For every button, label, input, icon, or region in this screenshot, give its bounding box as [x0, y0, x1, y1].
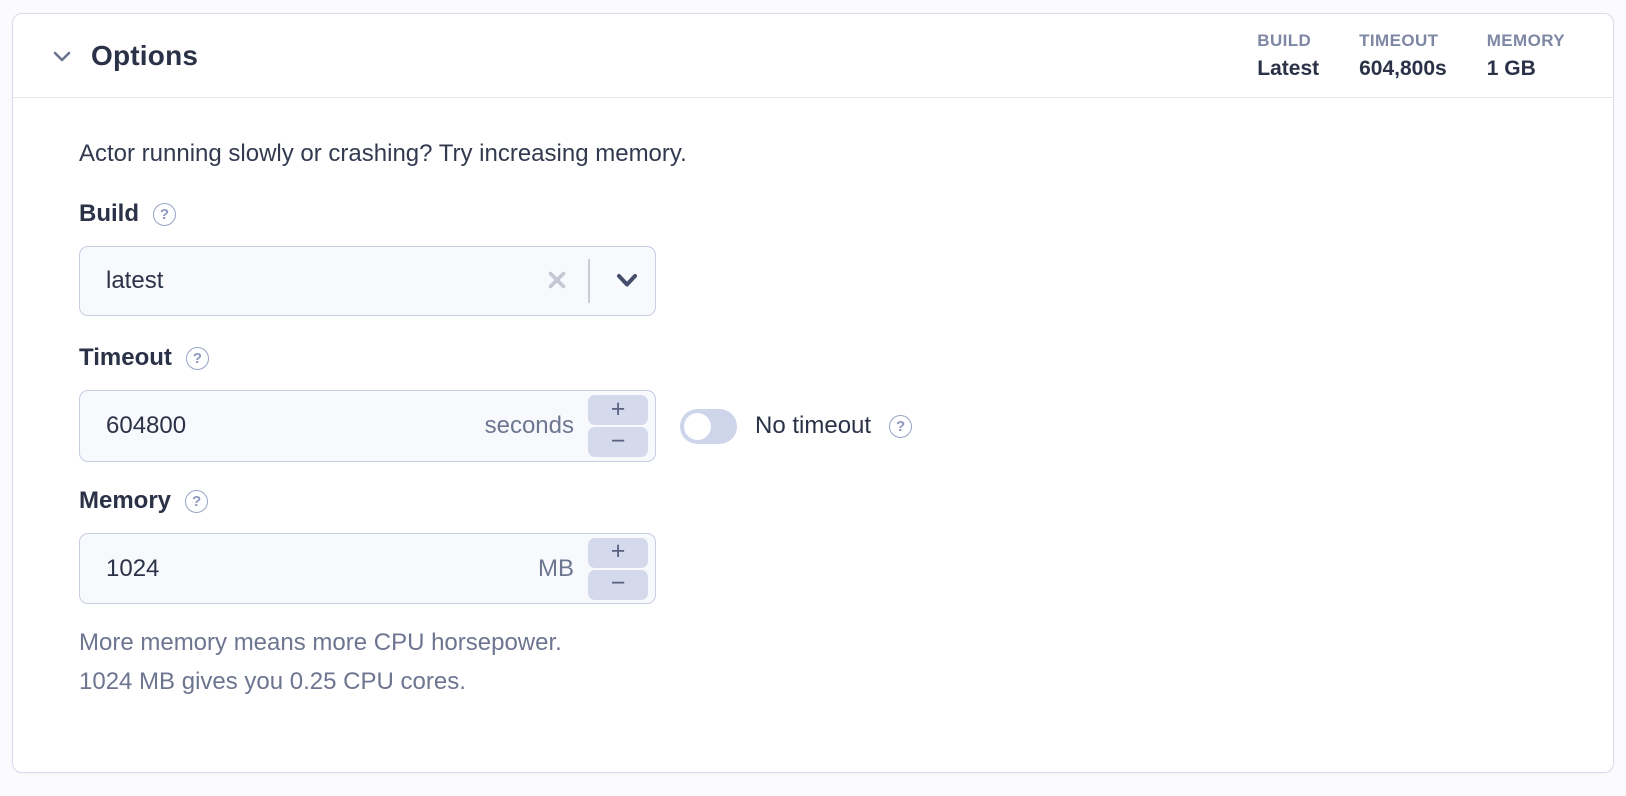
build-clear-button[interactable] [535, 259, 579, 303]
build-field: Build ? latest [79, 200, 1547, 316]
options-panel: Options BUILD Latest TIMEOUT 604,800s ME… [12, 13, 1614, 773]
memory-increment-button[interactable]: + [588, 537, 648, 568]
no-timeout-toggle[interactable] [680, 408, 737, 444]
timeout-label: Timeout [79, 344, 172, 371]
memory-unit: MB [538, 554, 574, 582]
x-icon [546, 269, 568, 294]
build-dropdown-button[interactable] [599, 259, 655, 303]
select-divider [588, 259, 590, 303]
timeout-help-icon[interactable]: ? [185, 346, 209, 370]
timeout-input-box: seconds + − [79, 390, 656, 462]
timeout-increment-button[interactable]: + [588, 395, 648, 425]
memory-hint-text: Actor running slowly or crashing? Try in… [79, 140, 687, 167]
build-select-value: latest [106, 267, 164, 294]
memory-stepper: + − [588, 537, 648, 600]
timeout-input[interactable] [80, 391, 485, 461]
summary-memory-label: MEMORY [1486, 30, 1565, 50]
no-timeout-label: No timeout [755, 412, 872, 439]
summary-memory-value: 1 GB [1486, 56, 1536, 80]
summary-build: BUILD Latest [1257, 28, 1319, 84]
memory-help-line: More memory means more CPU horsepower. [79, 629, 562, 656]
memory-help-text: More memory means more CPU horsepower. 1… [79, 623, 1547, 701]
no-timeout-cluster: No timeout ? [680, 408, 913, 444]
timeout-decrement-button[interactable]: − [588, 427, 648, 457]
no-timeout-help-icon[interactable]: ? [889, 414, 913, 438]
build-label: Build [79, 200, 139, 227]
timeout-stepper: + − [588, 395, 648, 457]
summary-timeout-value: 604,800s [1359, 56, 1447, 80]
memory-help-line: 1024 MB gives you 0.25 CPU cores. [79, 668, 466, 695]
options-summary: BUILD Latest TIMEOUT 604,800s MEMORY 1 G… [1257, 28, 1565, 84]
build-help-icon[interactable]: ? [153, 202, 176, 226]
memory-field: Memory ? MB + − More memory means more C… [79, 487, 1547, 701]
summary-timeout: TIMEOUT 604,800s [1359, 28, 1447, 84]
memory-input-box: MB + − [79, 533, 656, 604]
memory-label: Memory [79, 487, 172, 514]
panel-title: Options [91, 39, 199, 71]
toggle-knob [684, 412, 711, 440]
build-select[interactable]: latest [79, 246, 656, 316]
options-panel-header[interactable]: Options BUILD Latest TIMEOUT 604,800s ME… [13, 14, 1613, 98]
summary-timeout-label: TIMEOUT [1359, 30, 1439, 50]
summary-memory: MEMORY 1 GB [1487, 28, 1565, 84]
memory-help-icon[interactable]: ? [185, 489, 209, 513]
summary-build-value: Latest [1257, 56, 1320, 80]
memory-decrement-button[interactable]: − [588, 569, 648, 600]
options-panel-body: Actor running slowly or crashing? Try in… [13, 98, 1613, 743]
chevron-down-icon[interactable] [49, 43, 75, 69]
timeout-unit: seconds [484, 412, 574, 439]
memory-input[interactable] [80, 534, 538, 603]
timeout-field: Timeout ? seconds + − No timeout [79, 344, 1547, 462]
summary-build-label: BUILD [1257, 30, 1312, 50]
chevron-down-icon [612, 269, 642, 294]
